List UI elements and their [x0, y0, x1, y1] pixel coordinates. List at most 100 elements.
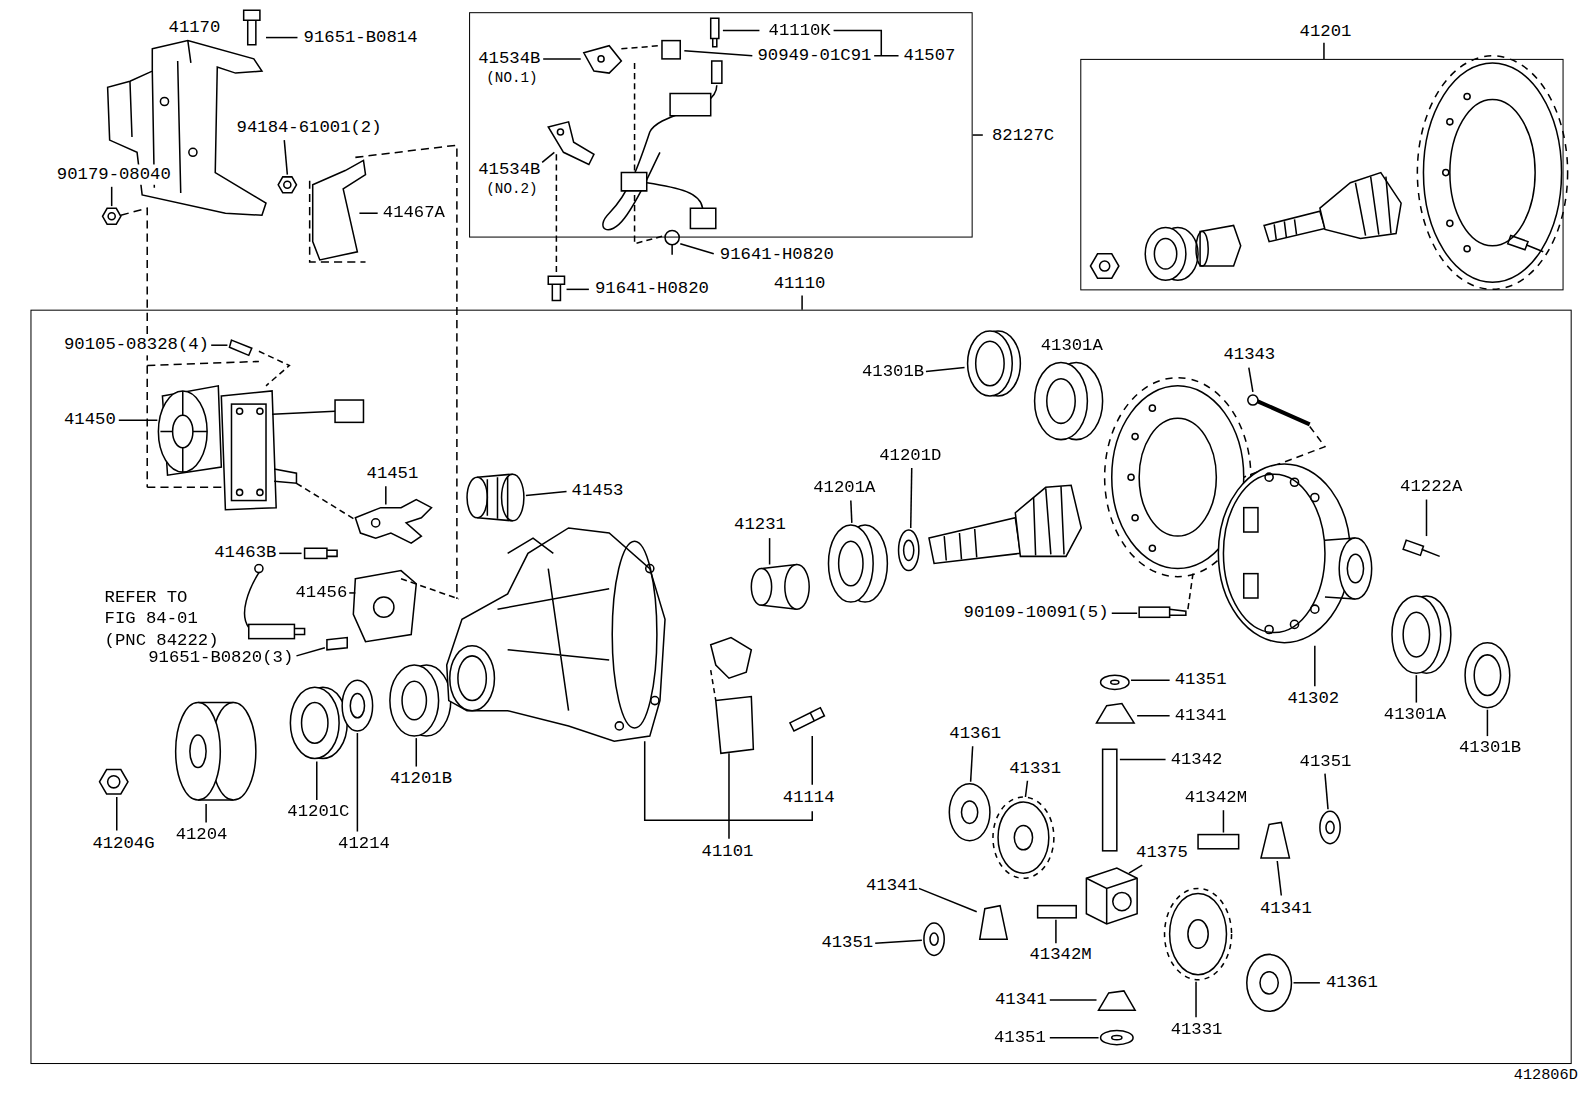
wire-harness-drawing — [690, 208, 715, 228]
part-number: 41201B — [389, 769, 453, 789]
part-number: 91641-H0820 — [719, 245, 835, 265]
gear-kit-drawing — [1464, 246, 1470, 252]
actuator-drawing — [255, 565, 263, 573]
part-number: 41467A — [382, 203, 446, 223]
spider-gear-drawing — [875, 675, 1340, 1045]
actuator-drawing — [119, 420, 158, 422]
gear-kit-drawing — [1154, 239, 1176, 269]
differential-drawing — [1223, 474, 1325, 632]
gear-kit-drawing — [1264, 211, 1325, 241]
differential-drawing — [785, 565, 809, 610]
actuator-drawing — [237, 489, 243, 495]
spider-gear-drawing — [1050, 1037, 1099, 1039]
gear-kit-drawing — [1355, 177, 1391, 236]
actuator-drawing — [296, 648, 324, 656]
part-number: 91651-B0814 — [303, 27, 419, 47]
actuator-drawing — [296, 483, 355, 520]
bracket-drawing — [266, 37, 297, 39]
companion-flange-drawing — [402, 681, 426, 720]
wire-harness-drawing — [711, 18, 719, 46]
bracket-drawing — [108, 213, 115, 220]
gear-kit-drawing — [1417, 56, 1567, 290]
spider-gear-drawing — [1055, 920, 1057, 943]
spider-gear-drawing — [1326, 821, 1334, 833]
spider-gear-drawing — [1293, 982, 1319, 984]
companion-flange-drawing — [108, 776, 120, 788]
spider-gear-drawing — [1165, 888, 1232, 979]
part-number: 90105-08328(4) — [63, 335, 210, 355]
group-frame: 41201 — [1080, 59, 1563, 290]
spider-gear-drawing — [998, 802, 1049, 873]
gear-kit-drawing — [1090, 254, 1118, 278]
differential-drawing — [1034, 486, 1064, 555]
differential-drawing — [1149, 545, 1155, 551]
wire-harness-drawing — [670, 93, 711, 115]
companion-flange-drawing — [302, 703, 328, 744]
part-number: 41201C — [286, 802, 350, 822]
carrier-housing-drawing — [646, 565, 654, 573]
companion-flange-drawing — [99, 770, 127, 794]
spider-gear-drawing — [1198, 835, 1239, 849]
part-number: 41342M — [1028, 945, 1092, 965]
part-number: 41463B — [213, 543, 277, 563]
wire-harness-drawing — [603, 85, 717, 229]
group-part-number: 82127C — [991, 126, 1055, 146]
part-number: 41301A — [1040, 336, 1104, 356]
part-number: 41204G — [91, 834, 155, 854]
spider-gear-drawing — [1137, 715, 1169, 717]
gear-kit-drawing — [1423, 63, 1561, 282]
differential-drawing — [1465, 643, 1510, 708]
differential-drawing — [1290, 620, 1298, 628]
differential-drawing — [828, 525, 873, 602]
companion-flange-drawing — [350, 693, 364, 717]
wire-harness-drawing — [973, 134, 983, 136]
part-number: 41342 — [1170, 749, 1224, 769]
wire-harness-drawing — [548, 122, 594, 165]
gear-kit-drawing — [1323, 43, 1325, 59]
spider-gear-drawing — [993, 797, 1054, 878]
part-number: 90179-08040 — [56, 164, 172, 184]
bracket-drawing — [189, 148, 197, 156]
part-number: 41351 — [1299, 751, 1353, 771]
spider-gear-drawing — [971, 746, 973, 782]
bracket-drawing — [244, 10, 260, 45]
reference-note: REFER TO FIG 84-01 (PNC 84222) — [104, 587, 226, 651]
differential-drawing — [899, 530, 919, 571]
differential-drawing — [944, 529, 976, 560]
gear-kit-drawing — [1100, 261, 1110, 271]
variant-note: (NO.2) — [485, 180, 538, 197]
gear-kit-drawing — [1447, 119, 1453, 125]
differential-drawing — [1265, 625, 1273, 633]
spider-gear-drawing — [949, 784, 990, 841]
actuator-drawing — [349, 592, 355, 594]
differential-drawing — [1047, 379, 1075, 424]
part-number: 41341 — [865, 876, 919, 896]
actuator-drawing — [279, 553, 301, 555]
gear-kit-drawing — [1274, 219, 1296, 239]
wire-harness-drawing — [542, 152, 554, 162]
differential-drawing — [839, 541, 863, 586]
differential-drawing — [929, 518, 1020, 564]
wire-harness-drawing — [635, 63, 665, 244]
gear-kit-drawing — [1145, 227, 1186, 280]
companion-flange-drawing — [190, 735, 206, 767]
differential-drawing — [1265, 473, 1273, 481]
carrier-housing-drawing — [450, 646, 495, 711]
spider-gear-drawing — [1261, 822, 1289, 858]
group-part-number: 41201 — [1299, 21, 1353, 41]
differential-drawing — [1248, 395, 1258, 405]
differential-drawing — [1339, 538, 1371, 599]
actuator-drawing — [160, 391, 207, 472]
actuator-drawing — [327, 550, 337, 556]
differential-drawing — [926, 368, 965, 372]
wire-harness-drawing — [557, 129, 563, 135]
actuator-drawing — [221, 391, 276, 510]
carrier-housing-drawing — [711, 670, 716, 700]
part-number: 41343 — [1222, 345, 1276, 365]
bracket-drawing — [355, 145, 457, 599]
differential-drawing — [1244, 508, 1258, 532]
differential-drawing — [851, 501, 852, 523]
spider-gear-drawing — [1038, 906, 1077, 918]
wire-harness-drawing — [723, 30, 760, 32]
